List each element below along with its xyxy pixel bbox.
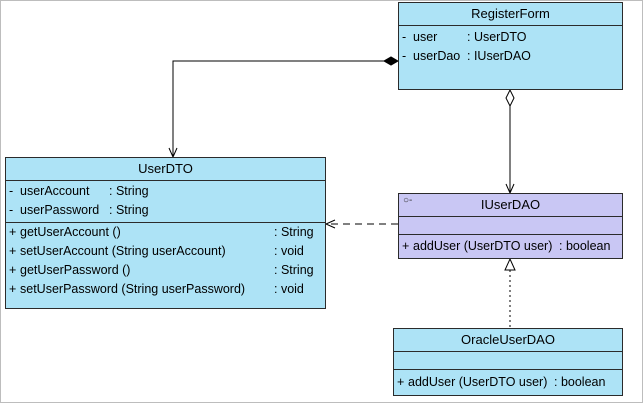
class-name: RegisterForm (399, 3, 622, 26)
interface-name: IUserDAO (480, 197, 541, 212)
operations-section: + getUserAccount () : String + setUserAc… (6, 223, 325, 299)
operation-row: + setUserAccount (String userAccount) : … (6, 242, 325, 261)
visibility-marker: + (9, 263, 17, 277)
visibility-marker: + (9, 282, 17, 296)
attribute-row: - userPassword : String (6, 201, 325, 220)
operations-section: + addUser (UserDTO user) : boolean (399, 235, 622, 256)
class-userdto[interactable]: UserDTO - userAccount : String - userPas… (5, 157, 326, 309)
operation-return: : boolean (554, 375, 606, 389)
attributes-section (399, 217, 622, 235)
attribute-type: : String (109, 184, 149, 198)
visibility-marker: - (402, 49, 407, 63)
operations-section: + addUser (UserDTO user) : boolean (394, 370, 622, 392)
visibility-marker: + (402, 239, 410, 253)
operation-signature: setUserPassword (String userPassword) (20, 282, 246, 296)
visibility-marker: + (9, 244, 17, 258)
visibility-marker: - (9, 203, 14, 217)
interface-name-bar: ○- IUserDAO (399, 194, 622, 217)
operation-row: + getUserAccount () : String (6, 223, 325, 242)
attribute-row: - userAccount : String (6, 182, 325, 201)
attribute-name: user (413, 30, 438, 44)
attribute-name: userAccount (20, 184, 90, 198)
operation-signature: addUser (UserDTO user) (413, 239, 553, 253)
attribute-type: : IUserDAO (467, 49, 531, 63)
operation-row: + setUserPassword (String userPassword) … (6, 280, 325, 299)
attribute-row: - userDao : IUserDAO (399, 47, 622, 66)
operation-row: + addUser (UserDTO user) : boolean (399, 237, 622, 256)
visibility-marker: - (9, 184, 14, 198)
operation-signature: setUserAccount (String userAccount) (20, 244, 226, 258)
operation-row: + addUser (UserDTO user) : boolean (394, 373, 622, 392)
attribute-type: : String (109, 203, 149, 217)
attribute-name: userPassword (20, 203, 100, 217)
interface-lollipop-icon: ○- (403, 195, 413, 206)
operation-return: : String (274, 225, 314, 239)
class-oracleuserdao[interactable]: OracleUserDAO + addUser (UserDTO user) :… (393, 328, 623, 396)
attribute-name: userDao (413, 49, 461, 63)
visibility-marker: + (9, 225, 17, 239)
operation-return: : String (274, 263, 314, 277)
operation-row: + getUserPassword () : String (6, 261, 325, 280)
attributes-section (394, 352, 622, 370)
class-name: OracleUserDAO (394, 329, 622, 352)
attributes-section: - user : UserDTO - userDao : IUserDAO (399, 26, 622, 90)
class-name: UserDTO (6, 158, 325, 181)
operation-return: : void (274, 244, 304, 258)
operation-signature: getUserPassword () (20, 263, 131, 277)
visibility-marker: + (397, 375, 405, 389)
operation-return: : boolean (559, 239, 611, 253)
attributes-section: - userAccount : String - userPassword : … (6, 181, 325, 223)
attribute-type: : UserDTO (467, 30, 527, 44)
operation-signature: getUserAccount () (20, 225, 121, 239)
attribute-row: - user : UserDTO (399, 28, 622, 47)
class-registerform[interactable]: RegisterForm - user : UserDTO - userDao … (398, 2, 623, 90)
operation-signature: addUser (UserDTO user) (408, 375, 548, 389)
operation-return: : void (274, 282, 304, 296)
interface-iuserdao[interactable]: ○- IUserDAO + addUser (UserDTO user) : b… (398, 193, 623, 259)
visibility-marker: - (402, 30, 407, 44)
